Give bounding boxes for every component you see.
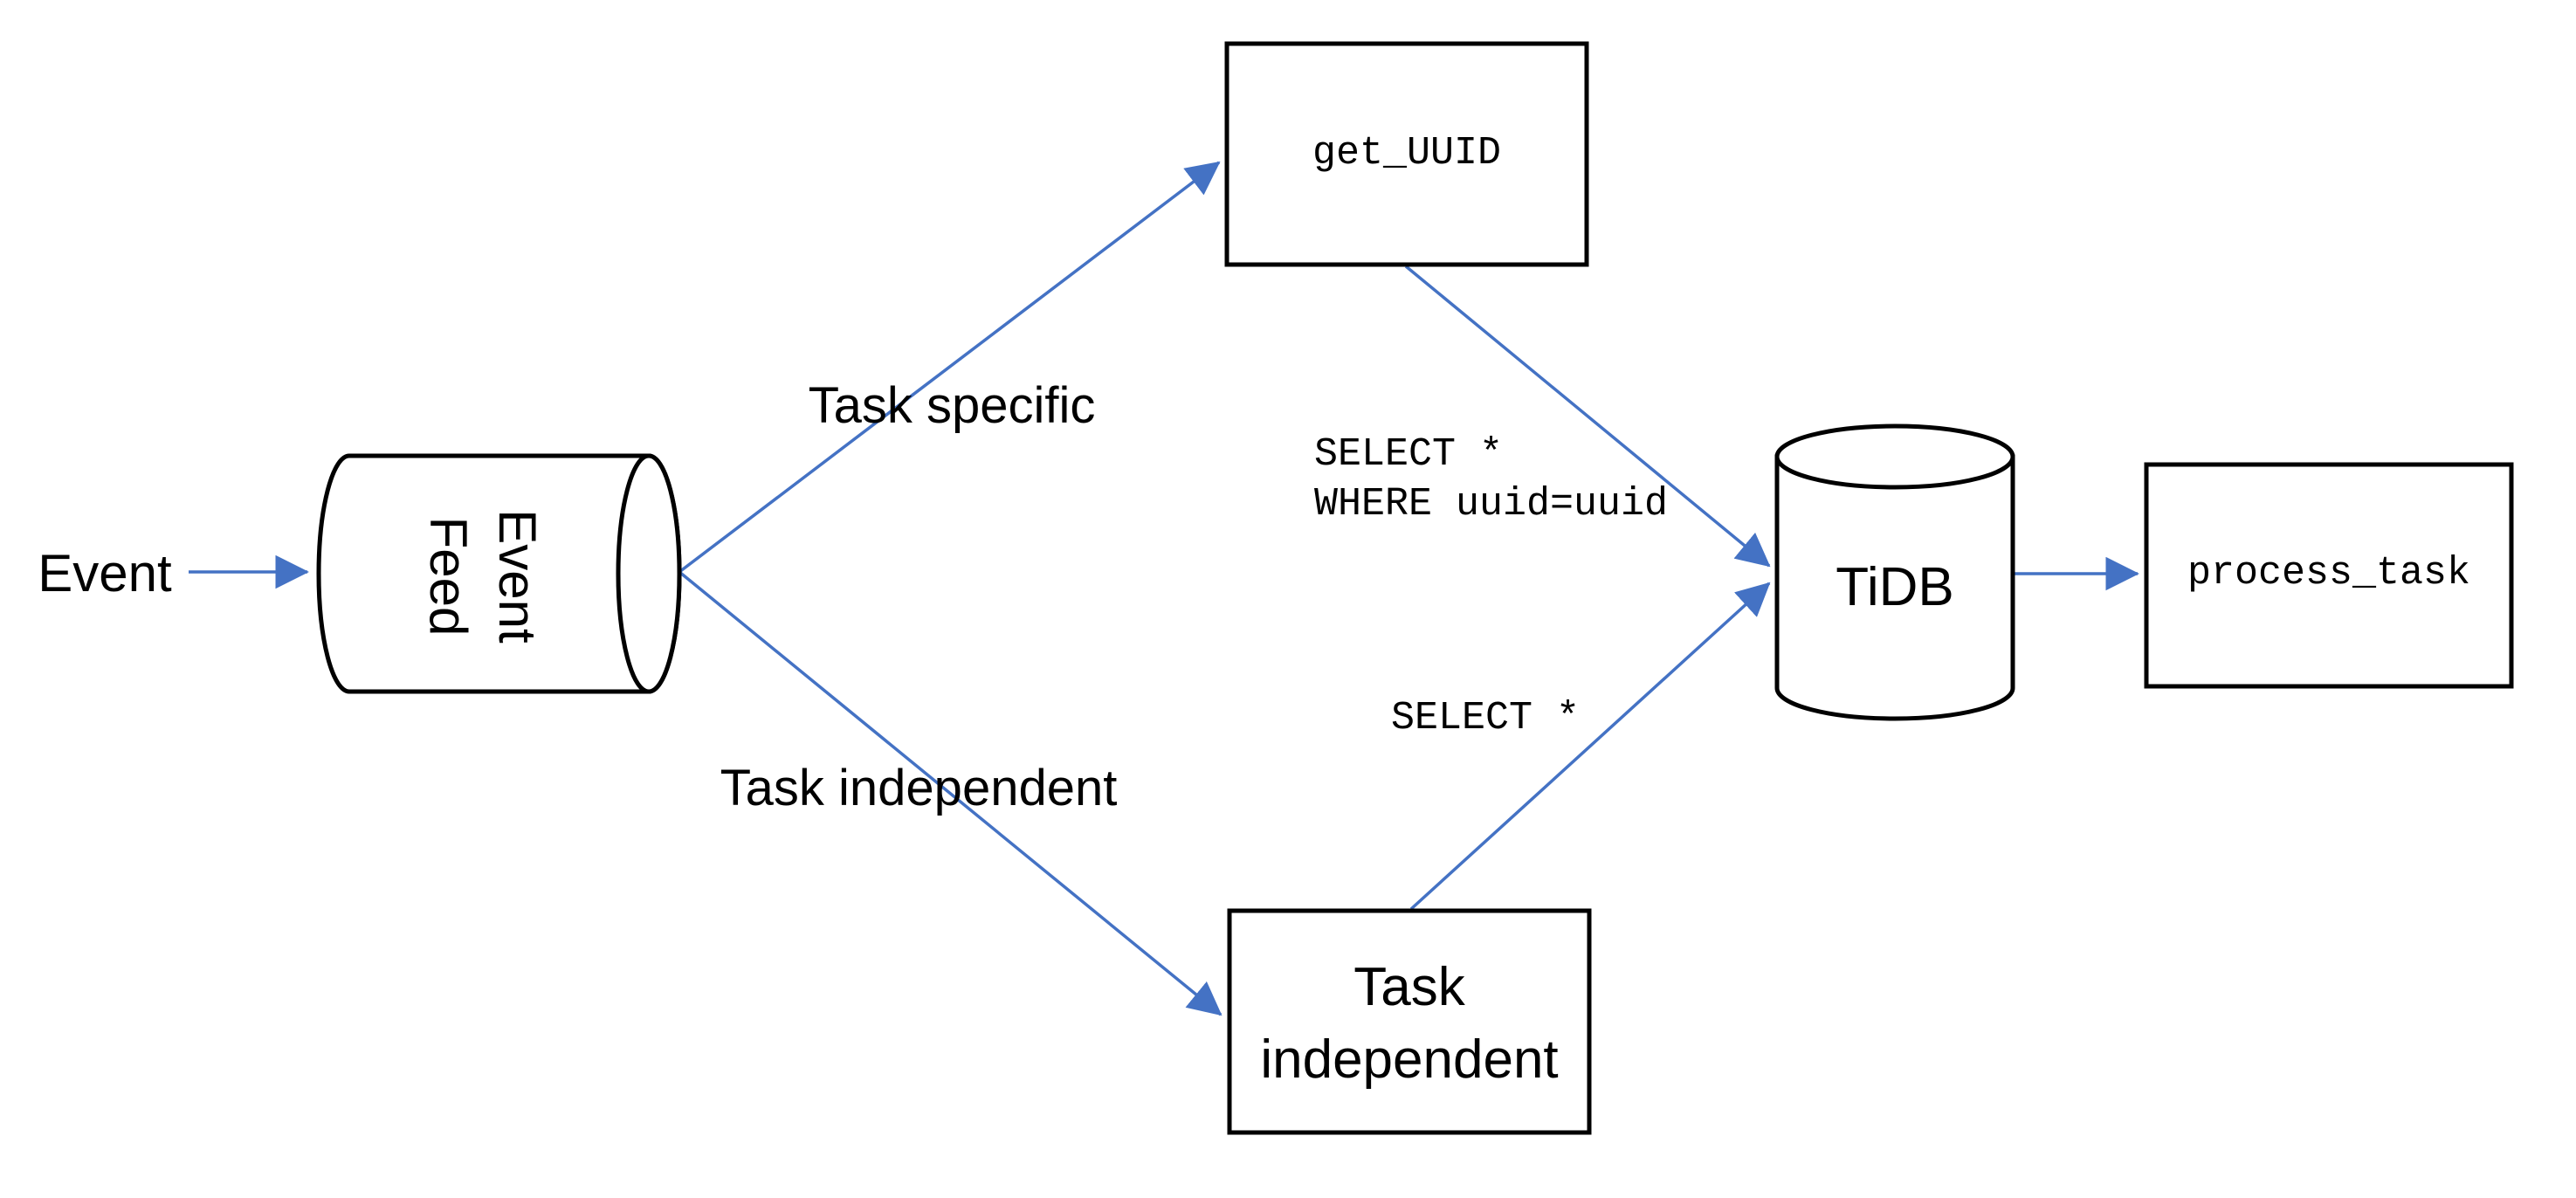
task-independent-box-line1: Task <box>1353 957 1465 1017</box>
select-where-line1: SELECT * <box>1314 432 1504 477</box>
arrow-task-independent-to-tidb <box>1409 582 1771 911</box>
get-uuid-label: get_UUID <box>1312 131 1502 176</box>
process-task-label: process_task <box>2187 551 2471 596</box>
event-feed-cylinder-face <box>616 453 682 694</box>
event-label: Event <box>38 544 172 602</box>
select-where-edge-label: SELECT * WHERE uuid=uuid <box>1314 430 1668 529</box>
arrow-event-feed-to-task-independent <box>678 570 1223 1016</box>
tidb-cylinder-face <box>1774 423 2015 490</box>
get-uuid-box <box>1224 41 1589 267</box>
arrow-event-feed-to-get-uuid <box>678 161 1221 574</box>
task-independent-box-line2: independent <box>1260 1029 1559 1090</box>
event-feed-label: Event Feed <box>414 509 552 643</box>
task-independent-box <box>1227 908 1592 1135</box>
event-feed-label-line1: Event <box>488 509 547 644</box>
arrow-get-uuid-to-tidb <box>1404 265 1771 568</box>
task-specific-edge-label: Task specific <box>808 377 1096 435</box>
task-independent-box-label: Task independent <box>1260 951 1558 1096</box>
select-star-edge-label: SELECT * <box>1391 696 1581 740</box>
process-task-box <box>2144 462 2514 689</box>
event-feed-label-line2: Feed <box>419 516 478 637</box>
task-independent-edge-label: Task independent <box>720 760 1118 817</box>
select-where-line2: WHERE uuid=uuid <box>1314 482 1669 527</box>
tidb-label: TiDB <box>1836 556 1954 617</box>
tidb-cylinder-body <box>1774 454 2015 721</box>
